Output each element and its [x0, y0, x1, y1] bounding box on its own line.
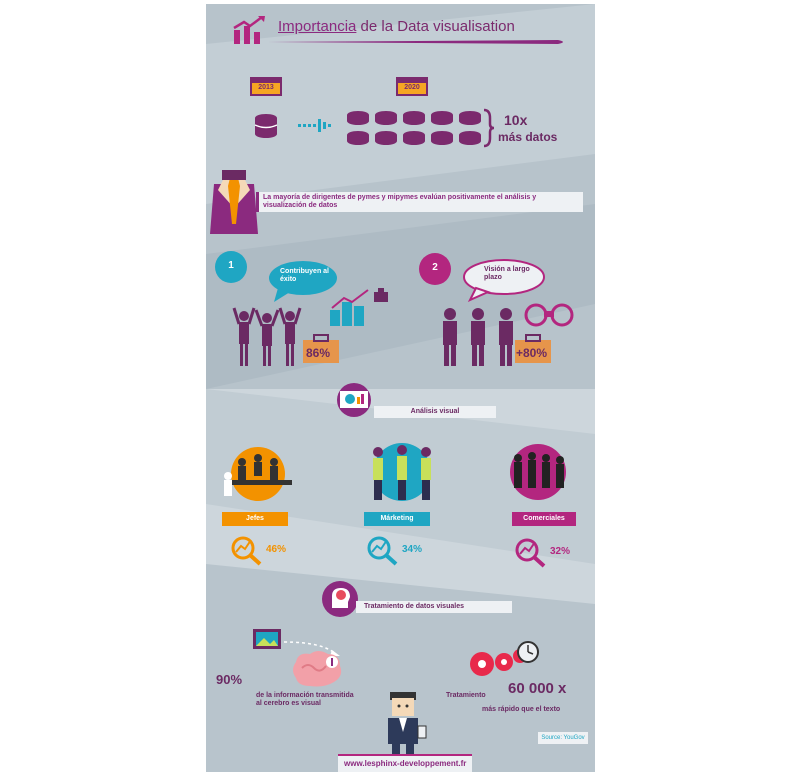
title-part1: Importancia	[278, 18, 357, 35]
arrow-right-icon	[298, 119, 331, 132]
growth-label: más datos	[498, 130, 558, 144]
title-underline	[268, 40, 563, 44]
salespeople-icon	[510, 444, 566, 500]
brain-icon	[293, 651, 342, 687]
database-icon	[254, 114, 278, 138]
group-label-marketing: Márketing	[364, 512, 430, 526]
number-badge-1	[215, 251, 247, 283]
point-1-value: 86%	[306, 346, 331, 360]
group-value-comerciales: 32%	[550, 546, 571, 557]
intro-text: La mayoría de dirigentes de pymes y mipy…	[256, 192, 583, 212]
number-badge-2	[419, 253, 451, 285]
magnifier-chart-icon	[231, 536, 262, 566]
people-standing-icon	[443, 308, 513, 366]
point-2-bubble: Visión a largo plazo	[484, 266, 530, 281]
briefcase-icon	[303, 334, 339, 363]
briefcase-icon	[515, 334, 551, 363]
database-grid-icon	[347, 111, 481, 145]
speech-bubble	[463, 259, 545, 302]
marketing-team-icon	[373, 443, 431, 501]
gears-clock-icon	[470, 641, 539, 676]
point-1-bubble: Contribuyen al éxito	[280, 268, 330, 283]
poster-background	[206, 4, 595, 772]
head-brain-icon	[322, 581, 358, 617]
buildings-chart-icon	[330, 288, 388, 326]
visual-percent: 90%	[216, 672, 243, 687]
group-label-jefes: Jefes	[222, 512, 288, 526]
point-1-number: 1	[228, 260, 234, 271]
meeting-table-icon	[224, 447, 292, 501]
treatment-label: Tratamiento	[446, 692, 486, 699]
year-from: 2013	[258, 84, 274, 91]
website-link[interactable]: www.lesphinx-developpement.fr	[338, 754, 473, 772]
speed-text: más rápido que el texto	[482, 706, 561, 713]
curly-brace-icon	[483, 108, 495, 148]
source-note: Source: YouGov	[538, 732, 588, 744]
group-value-marketing: 34%	[402, 544, 423, 555]
point-2-number: 2	[432, 262, 438, 273]
calendar-icon: 2013	[250, 74, 282, 96]
businessman-character-icon	[388, 692, 427, 754]
title-part2: de la Data visualisation	[356, 18, 515, 35]
businessman-tie-icon	[210, 170, 258, 234]
visual-processing-heading: Tratamiento de datos visuales	[356, 601, 512, 613]
point-2-value: +80%	[516, 346, 548, 360]
growth-factor: 10x	[504, 112, 528, 128]
speech-bubble	[269, 261, 337, 302]
binoculars-icon	[524, 303, 574, 327]
people-celebrating-icon	[232, 307, 302, 366]
calendar-icon: 2020	[396, 74, 428, 96]
group-label-comerciales: Comerciales	[512, 512, 576, 526]
chart-up-icon	[233, 16, 265, 44]
infographic-poster: Importancia de la Data visualisation 201…	[206, 4, 595, 772]
monitor-chart-icon	[337, 383, 371, 417]
image-icon	[253, 629, 281, 649]
page-title: Importancia de la Data visualisation	[278, 18, 515, 35]
visual-percent-text: de la información transmitida al cerebro…	[256, 692, 354, 707]
group-value-jefes: 46%	[266, 544, 287, 555]
magnifier-chart-icon	[515, 538, 546, 568]
dashed-arrow	[283, 641, 340, 656]
magnifier-chart-icon	[367, 536, 398, 566]
year-to: 2020	[404, 84, 420, 91]
visual-analysis-heading: Análisis visual	[374, 406, 496, 418]
speed-value: 60 000 x	[508, 680, 567, 697]
